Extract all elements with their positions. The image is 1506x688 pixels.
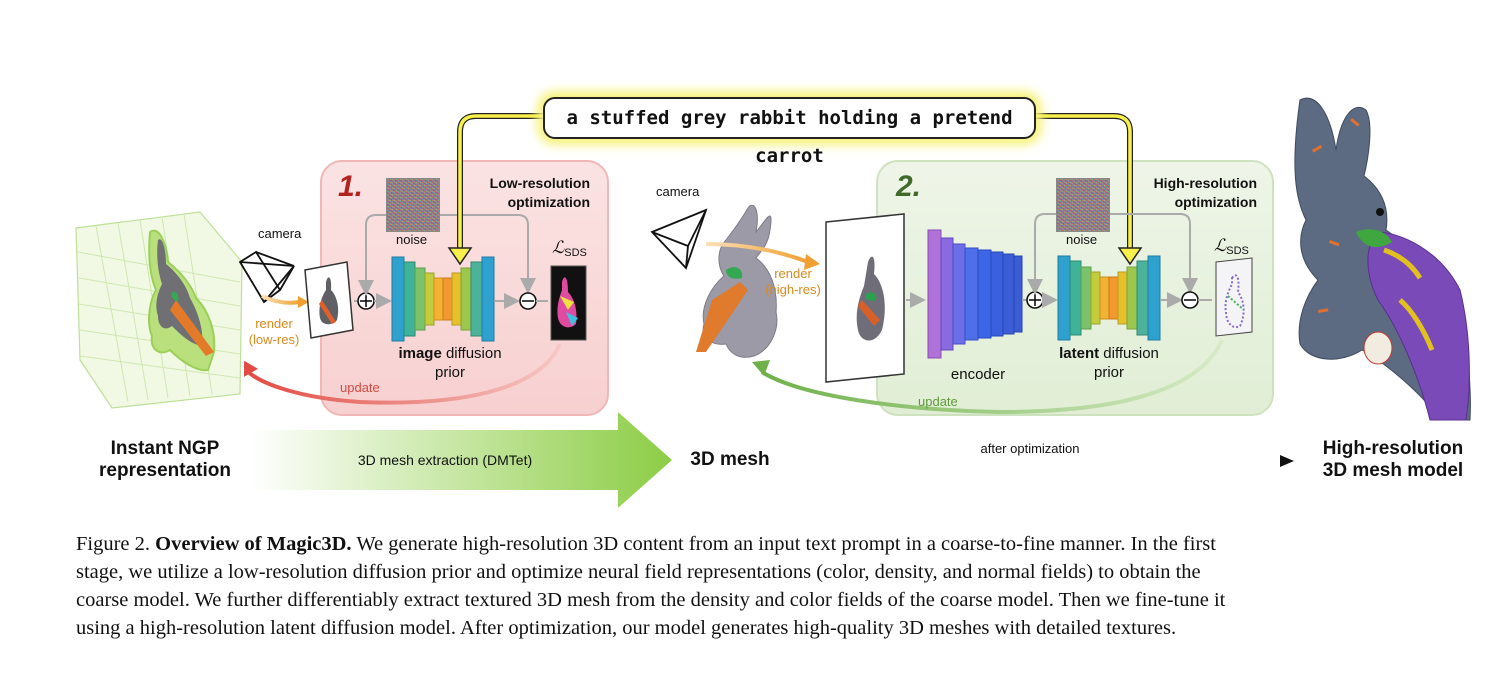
stage1-loss-sub: SDS: [564, 247, 587, 259]
stage1-prior-line2: prior: [434, 364, 465, 381]
caption-line4: using a high-resolution latent diffusion…: [76, 617, 1177, 639]
stage2-render-label: render (high-res): [760, 266, 826, 298]
stage1-unet: [391, 256, 495, 342]
stage2-camera-label: camera: [656, 184, 700, 199]
after-optimization-label: after optimization: [980, 441, 1080, 456]
encoder-label: encoder: [950, 366, 1006, 383]
stage2-title-line1: High-resolution: [1153, 175, 1257, 191]
stage1-loss-symbol: ℒ: [552, 238, 565, 257]
prompt-text: a stuffed grey rabbit holding a pretend …: [566, 107, 1013, 167]
stage2-render-line2: (high-res): [765, 282, 821, 297]
stage2-unet: [1057, 255, 1161, 341]
stage1-number: 1.: [338, 170, 364, 203]
final-rabbit-image: [1294, 97, 1471, 421]
stage1-update-label: update: [340, 380, 380, 395]
stage1-title-line2: optimization: [507, 194, 590, 210]
stage2-prior-rest: diffusion: [1099, 345, 1159, 362]
stage2-prior-label: latent diffusion prior: [1044, 344, 1174, 382]
mesh-rabbit-image: [696, 204, 778, 358]
stage1-render-line1: render: [255, 316, 293, 331]
ngp-label: Instant NGP representation: [80, 438, 250, 482]
stage2-loss-sub: SDS: [1226, 245, 1249, 257]
stage1-camera-label: camera: [258, 226, 302, 241]
caption-line3: coarse model. We further differentiably …: [76, 589, 1226, 611]
stage1-render-label: render (low-res): [244, 316, 304, 348]
update-arrow-2: [760, 339, 1224, 415]
encoder-block: [927, 229, 1023, 359]
stage2-prior-bold: latent: [1059, 345, 1100, 362]
final-model-label: High-resolution 3D mesh model: [1300, 438, 1486, 482]
stage2-title-line2: optimization: [1174, 194, 1257, 210]
stage1-sds-image: [550, 265, 587, 341]
stage2-title: High-resolution optimization: [1105, 174, 1257, 212]
diagram-graphics: [75, 97, 1471, 508]
update-arrow-1: [244, 343, 562, 405]
stage1-title: Low-resolution optimization: [440, 174, 590, 212]
prompt-arrow-1: [458, 114, 543, 255]
stage2-prior-line2: prior: [1093, 364, 1124, 381]
stage1-title-line1: Low-resolution: [489, 175, 590, 191]
stage1-loss-label: ℒSDS: [552, 238, 587, 259]
stage1-prior-bold: image: [398, 345, 442, 362]
render-arrow-1: [261, 294, 301, 305]
stage2-camera-icon: [650, 208, 708, 270]
stage1-render-image: [304, 261, 354, 339]
mesh-extraction-arrow: [250, 412, 672, 508]
caption-line1: We generate high-resolution 3D content f…: [351, 533, 1216, 555]
text-prompt-box: a stuffed grey rabbit holding a pretend …: [543, 97, 1036, 167]
stage1-prior-label: image diffusion prior: [380, 344, 520, 382]
ngp-voxel-grid: [75, 211, 243, 409]
stage2-loss-symbol: ℒ: [1214, 236, 1227, 255]
final-label-line2: 3D mesh model: [1322, 460, 1464, 481]
stage2-number: 2.: [896, 170, 922, 203]
stage1-camera-icon: [238, 250, 295, 304]
caption-line2: stage, we utilize a low-resolution diffu…: [76, 561, 1201, 583]
stage2-render-line1: render: [774, 266, 812, 281]
render-arrow-2: [705, 242, 809, 264]
stage1-noise-label: noise: [396, 232, 428, 247]
extraction-label: 3D mesh extraction (DMTet): [357, 452, 533, 468]
stage2-loss-label: ℒSDS: [1214, 236, 1249, 257]
caption-bold: Overview of Magic3D.: [155, 533, 352, 555]
prompt-arrow-2: [1032, 114, 1132, 255]
stage2-noise-label: noise: [1066, 232, 1098, 247]
figure-caption: Figure 2. Overview of Magic3D. We genera…: [76, 530, 1476, 642]
ngp-label-line2: representation: [99, 460, 231, 481]
stage2-render-image: [825, 213, 905, 383]
stage2-update-label: update: [918, 394, 958, 409]
stage1-prior-rest: diffusion: [441, 345, 502, 362]
ngp-label-line1: Instant NGP: [110, 438, 220, 459]
stage1-render-line2: (low-res): [248, 332, 300, 347]
stage2-sds-image: [1215, 257, 1253, 337]
stage1-noise-image: [386, 178, 440, 232]
stage2-noise-image: [1056, 178, 1110, 232]
caption-prefix: Figure 2.: [76, 533, 156, 555]
final-label-line1: High-resolution: [1322, 438, 1464, 459]
mesh-label: 3D mesh: [690, 449, 770, 470]
